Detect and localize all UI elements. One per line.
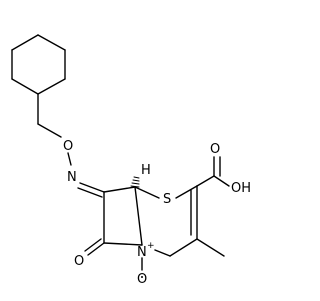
bond [196,175,215,187]
double-bond [87,242,105,256]
bond [67,152,72,166]
chemical-structure-diagram: O N H S O OH O N + O [11,34,252,287]
radical-dot [141,276,143,278]
double-bond [79,182,105,193]
bond [37,78,66,95]
thiazine-ring [134,185,198,257]
bond [175,185,198,199]
bond [11,78,39,95]
double-bond [84,238,102,252]
hash-line [133,176,140,179]
bond [103,242,143,246]
hash-line [132,179,140,182]
double-bond [77,187,103,198]
bond [213,175,230,187]
sulfur-label: S [163,192,171,207]
stereo-hydrogen-label: H [141,163,151,178]
methyl-bond [196,238,225,257]
bond [37,123,62,138]
carbonyl-oxygen-label: O [74,254,84,269]
bond [11,34,39,51]
beta-lactam-ring [84,186,143,256]
bond [103,186,136,193]
oxime-nitrogen-label: N [67,170,77,185]
oxime-oxygen-label: O [63,139,73,154]
stereo-hash-bond [130,176,140,188]
hash-line [131,182,140,185]
bond [134,186,143,246]
cyclohexane-ring [11,34,66,95]
bond [134,186,160,199]
side-chain [37,93,105,198]
carboxyl-oh-label: OH [231,181,251,196]
molecule-svg: O N H S O OH O N + O [11,34,251,287]
bond [154,249,171,257]
n-oxide-oxygen-label: O [137,272,147,287]
bond [169,238,198,257]
positive-charge-label: + [147,241,155,251]
ring-nitrogen-label: N [137,245,147,260]
bond [37,34,66,51]
carboxylic-acid [196,156,230,187]
carboxyl-oxygen-label: O [210,142,220,157]
